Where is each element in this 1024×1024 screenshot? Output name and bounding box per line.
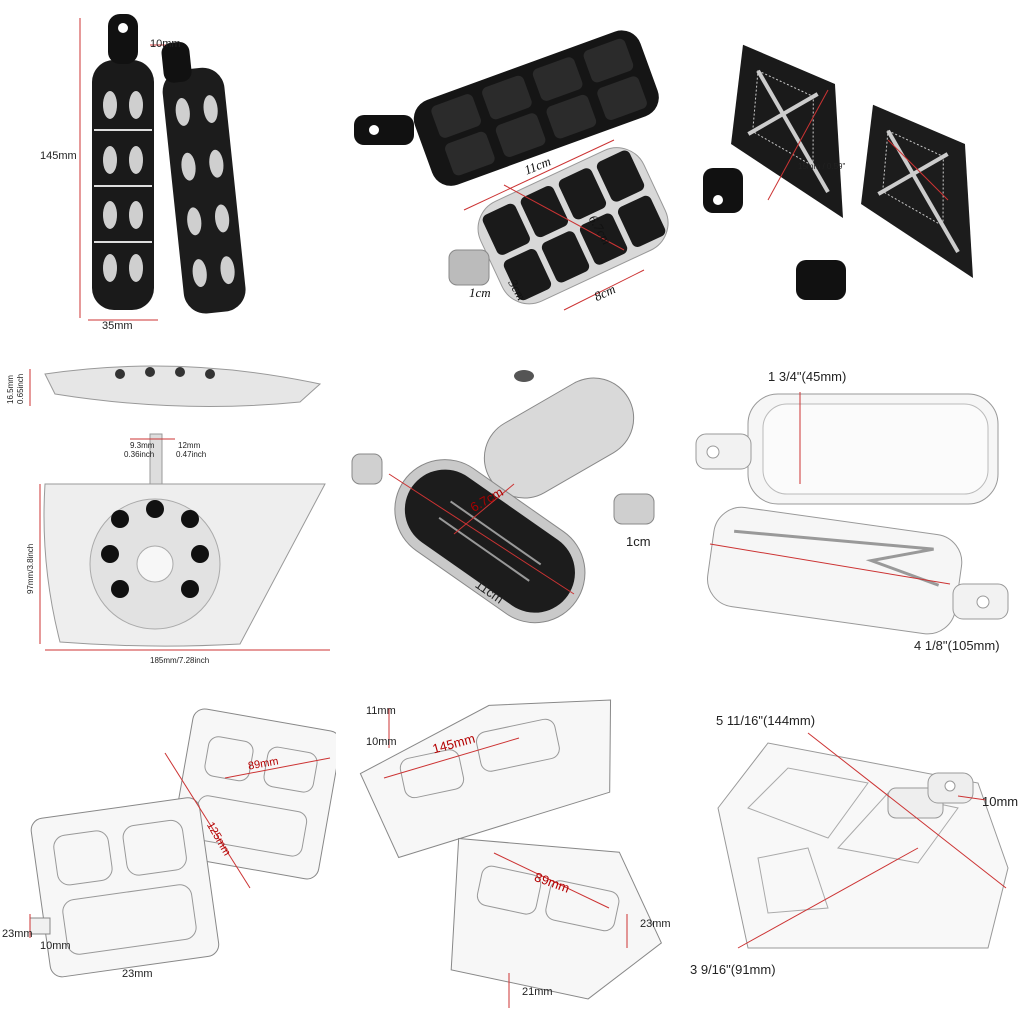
product-photo-grips: 145mm 10mm 35mm [0,0,336,332]
dimension-label: 10mm [982,794,1019,809]
dimension-label: 0.36inch [124,450,155,459]
chrome-floorboard-illustration [29,365,330,651]
product-photo-oval-pegs: 6.7cm 1cm 11cm [344,344,680,674]
product-photo-clear-pegs: 1 3/4"(45mm) 4 1/8"(105mm) [688,344,1024,674]
clear-pegs-illustration [695,392,1009,635]
dimension-label: 0.65inch [16,373,25,404]
product-photo-diamond-pegs: 15mm / 0.59" [688,0,1024,330]
oval-pegs-illustration [351,370,655,624]
dimension-label: 15mm / 0.59" [798,162,846,171]
dimension-label: 1cm [469,285,491,300]
dimension-label: 97mm/3.8inch [26,543,35,594]
product-photo-chrome-floorboard: 16.5mm 0.65inch 9.3mm 0.36inch 12mm 0.47… [0,344,336,674]
dimension-label: 10mm [150,38,181,50]
dimension-label: 3 9/16"(91mm) [690,962,776,977]
dimension-label: 23mm [122,968,153,980]
product-photo-spiked-pegs-b: 11mm 10mm 145mm 89mm 23mm 21mm [344,688,680,1018]
grip-pegs-illustration [79,14,246,321]
dimension-label: 9.3mm [130,441,155,450]
spiked-pegs-b-illustration [359,699,663,1008]
dimension-label: 5 11/16"(144mm) [716,713,816,728]
dimension-label: 185mm/7.28inch [150,656,210,665]
dimension-label: 35mm [102,320,133,332]
dimension-label: 1 3/4"(45mm) [768,369,847,384]
dimension-label: 21mm [522,986,553,998]
dimension-label: 11mm [366,705,396,717]
dimension-label: 1cm [626,534,651,549]
dimension-label: 10mm [366,736,397,748]
dimension-label: 10mm [40,940,71,952]
dimension-label: 4 1/8"(105mm) [914,638,1000,653]
dimension-label: 23mm [640,918,671,930]
rubber-pegs-illustration [354,30,669,311]
product-photo-rubber-pegs: 11cm 6.7cm 1cm 3cm 8cm [344,0,680,330]
clear-floorboard-illustration [717,732,1009,949]
dimension-label: 12mm [178,441,201,450]
dimension-label: 0.47inch [176,450,207,459]
diamond-pegs-illustration [703,44,973,300]
product-photo-clear-floorboard: 5 11/16"(144mm) 10mm 3 9/16"(91mm) [688,688,1024,1018]
spiked-pegs-a-illustration [29,708,336,978]
dimension-label: 23mm [2,928,33,940]
dimension-label: 145mm [40,150,77,162]
product-photo-spiked-pegs-a: 89mm 125mm 23mm 10mm 23mm [0,688,336,1018]
dimension-label: 16.5mm [6,375,15,404]
